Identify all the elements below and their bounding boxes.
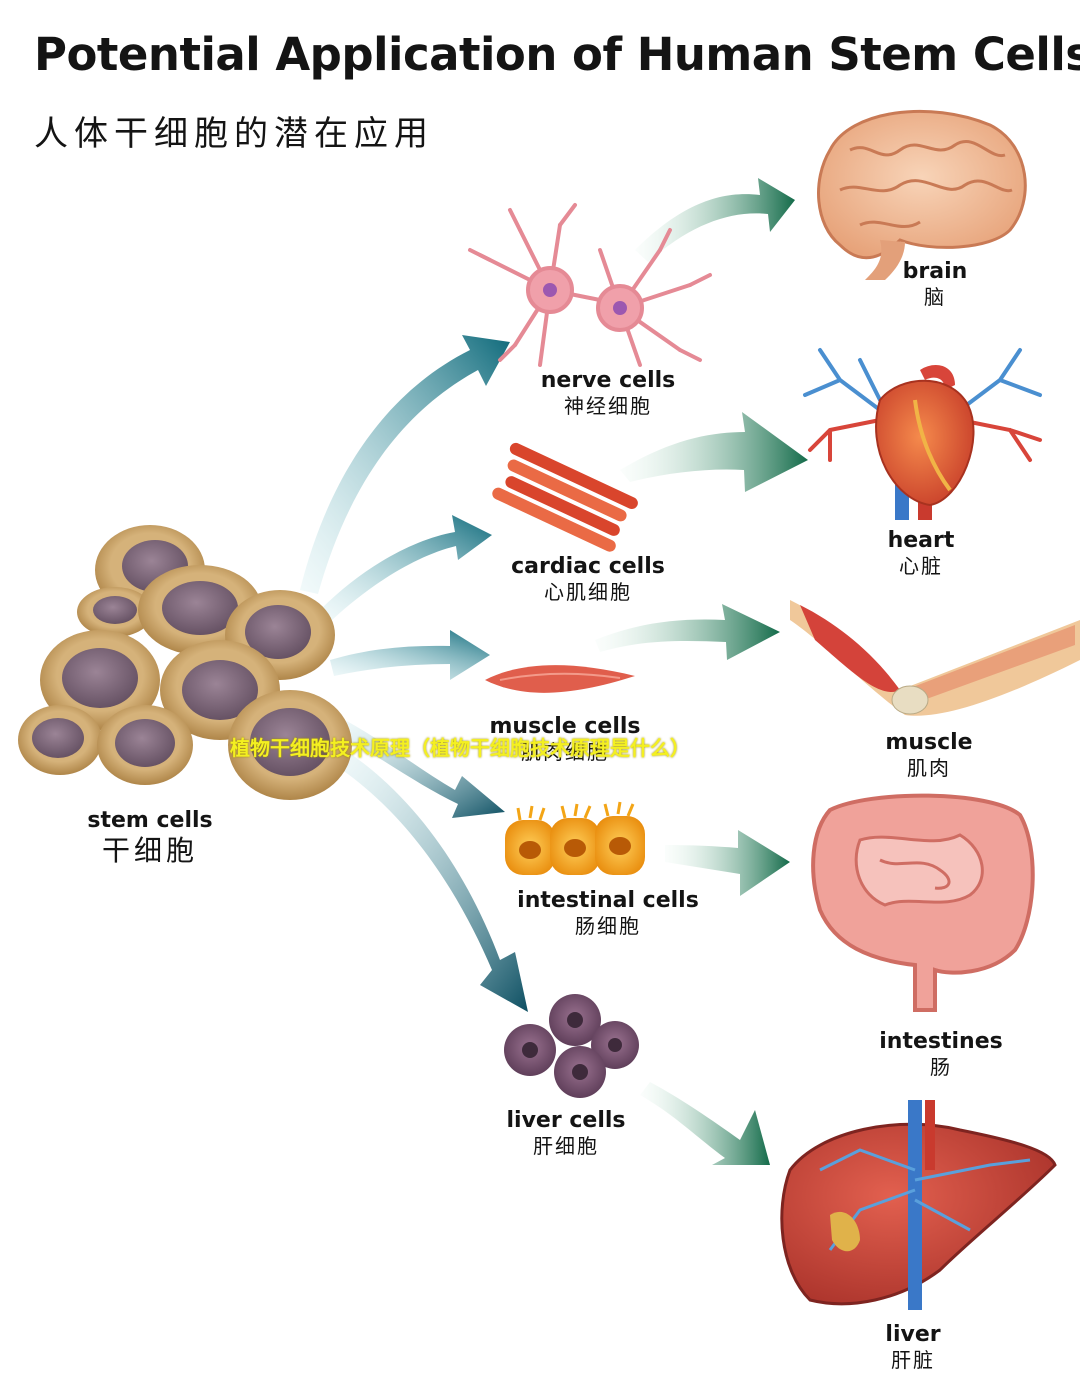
organ-label-en: liver [885, 1322, 941, 1347]
cardiac-cells-illustration [492, 442, 638, 552]
organ-label-en: heart [887, 528, 955, 553]
arrow-nerve-to-brain [635, 178, 795, 262]
cell-label-en: nerve cells [540, 368, 676, 393]
stem-cells-label-zh: 干细胞 [101, 834, 199, 868]
liver-cells-illustration [504, 994, 639, 1098]
arrow-stem-to-liver [335, 750, 528, 1012]
organ-label-zh: 肝脏 [890, 1348, 935, 1373]
cardiac-cells-label: cardiac cells 心肌细胞 [511, 554, 665, 604]
intestines-label: intestines 肠 [879, 1029, 1002, 1079]
cell-label-zh: 肌肉细胞 [520, 740, 609, 765]
nerve-cells-illustration [468, 203, 712, 367]
liver-organ-illustration [780, 1100, 1057, 1310]
muscle-label: muscle 肌肉 [885, 730, 972, 780]
page-subtitle: 人体干细胞的潜在应用 [34, 114, 434, 154]
cell-label-en: liver cells [506, 1108, 626, 1133]
arrow-muscle-to-muscle [595, 604, 780, 660]
arrow-stem-to-cardiac [320, 515, 492, 620]
arrow-intestinal-to-intestines [665, 830, 790, 896]
cell-label-zh: 肝细胞 [533, 1134, 599, 1159]
cell-label-en: intestinal cells [517, 888, 699, 913]
nerve-cells-label: nerve cells 神经细胞 [541, 368, 676, 418]
liver-label: liver 肝脏 [885, 1322, 940, 1372]
organ-label-zh: 脑 [924, 285, 946, 310]
stem-cells-label: stem cells 干细胞 [87, 808, 212, 868]
stem-cell-cluster [18, 525, 352, 800]
organ-label-zh: 肠 [929, 1055, 952, 1080]
organ-label-en: brain [902, 259, 968, 284]
muscle-cells-illustration [485, 665, 635, 693]
heart-illustration [803, 348, 1042, 520]
arrow-cardiac-to-heart [620, 412, 808, 492]
muscle-cells-label: muscle cells 肌肉细胞 [490, 714, 641, 764]
stem-cells-label-en: stem cells [87, 808, 213, 833]
organ-label-zh: 心脏 [898, 554, 943, 579]
intestinal-cells-label: intestinal cells 肠细胞 [517, 888, 699, 938]
cell-label-en: cardiac cells [511, 554, 665, 579]
intestines-illustration [811, 793, 1035, 1012]
organ-label-zh: 肌肉 [907, 756, 951, 781]
cell-label-zh: 心肌细胞 [544, 580, 632, 605]
arm-muscle-illustration [790, 600, 1080, 716]
cell-label-en: muscle cells [489, 714, 641, 739]
watermark-caption: 植物干细胞技术原理（植物干细胞技术原理是什么） [230, 736, 690, 760]
organ-label-en: intestines [879, 1029, 1003, 1054]
organ-label-en: muscle [885, 730, 973, 755]
arrow-stem-to-intestinal [340, 720, 505, 818]
arrow-liver-to-liver [640, 1082, 770, 1165]
arrow-stem-to-nerve [300, 335, 510, 594]
brain-illustration [817, 109, 1027, 280]
liver-cells-label: liver cells 肝细胞 [507, 1108, 626, 1158]
cell-label-zh: 肠细胞 [574, 914, 641, 939]
brain-label: brain 脑 [903, 259, 968, 309]
heart-label: heart 心脏 [888, 528, 955, 578]
intestinal-cells-illustration [505, 801, 645, 875]
cell-label-zh: 神经细胞 [564, 394, 652, 419]
arrow-stem-to-muscle [330, 630, 490, 680]
page-title: Potential Application of Human Stem Cell… [34, 28, 1080, 81]
